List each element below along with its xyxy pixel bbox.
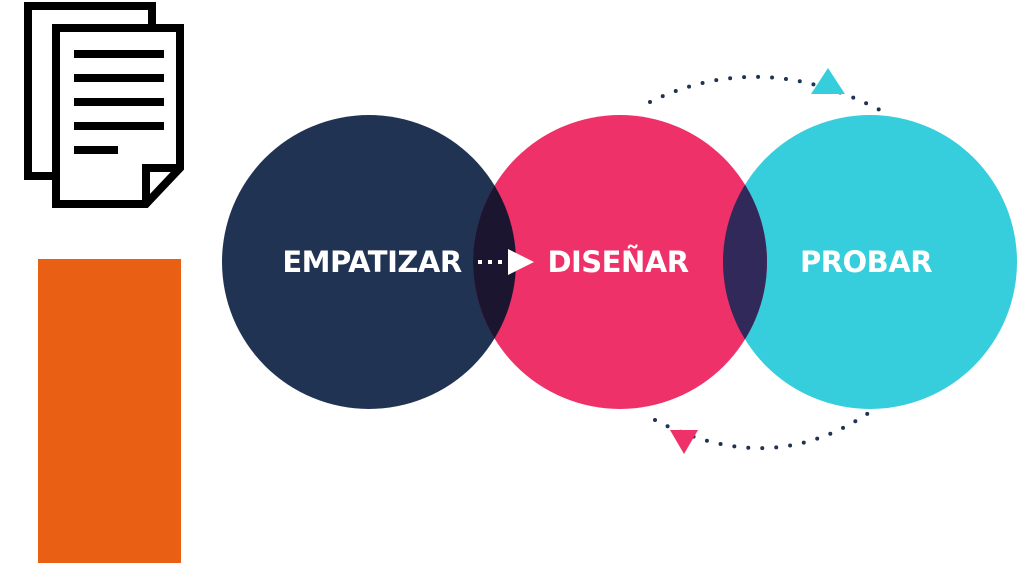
- top-loop-dotted-arc: [648, 74, 882, 112]
- label-disenar: DISEÑAR: [547, 245, 688, 279]
- bottom-loop-triangle: [670, 430, 698, 454]
- arrow-head-icon: [508, 249, 534, 275]
- top-loop-triangle: [811, 68, 845, 94]
- accent-bar: [38, 259, 181, 563]
- circle-disenar: [473, 115, 767, 409]
- documents-icon: [24, 2, 184, 208]
- circle-probar: [723, 115, 1017, 409]
- bottom-loop-dotted-arc: [653, 410, 872, 450]
- label-empatizar: EMPATIZAR: [282, 245, 461, 279]
- label-probar: PROBAR: [800, 245, 932, 279]
- circle-empatizar: [222, 115, 516, 409]
